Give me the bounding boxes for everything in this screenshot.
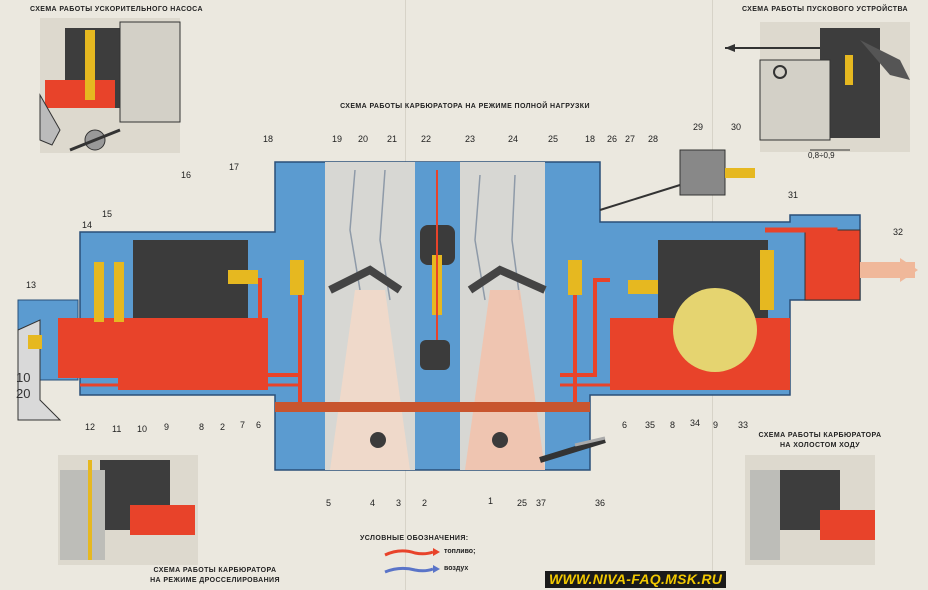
website-watermark: WWW.NIVA-FAQ.MSK.RU — [545, 571, 727, 588]
callout-number: 26 — [607, 134, 617, 144]
throttling-inset — [58, 455, 198, 565]
callout-number: 31 — [788, 190, 798, 200]
callout-number: 1 — [488, 496, 493, 506]
callout-number: 32 — [893, 227, 903, 237]
callout-number: 11 — [112, 424, 121, 434]
lever-label: 20 — [16, 386, 30, 401]
callout-number: 15 — [102, 209, 112, 219]
callout-number: 12 — [85, 422, 95, 432]
callout-numbers: 18 19 20 21 22 23 24 25 18 26 27 28 29 3… — [26, 122, 903, 508]
callout-number: 33 — [738, 420, 748, 430]
callout-number: 25 — [548, 134, 558, 144]
callout-number: 10 — [137, 424, 147, 434]
callout-number: 21 — [387, 134, 397, 144]
callout-number: 28 — [648, 134, 658, 144]
callout-number: 19 — [332, 134, 342, 144]
legend-fuel-label: топливо; — [444, 548, 476, 555]
caption-accelerator-pump: СХЕМА РАБОТЫ УСКОРИТЕЛЬНОГО НАСОСА — [30, 6, 203, 13]
callout-number: 3 — [396, 498, 401, 508]
callout-number: 8 — [670, 420, 675, 430]
caption-starter: СХЕМА РАБОТЫ ПУСКОВОГО УСТРОЙСТВА — [741, 6, 909, 13]
callout-number: 30 — [731, 122, 741, 132]
callout-number: 7 — [240, 420, 245, 430]
caption-throttling-line1: СХЕМА РАБОТЫ КАРБЮРАТОРА — [153, 567, 277, 574]
lever-label: 10 — [16, 370, 30, 385]
starter-gap-label: 0,8÷0,9 — [808, 151, 835, 160]
callout-number: 22 — [421, 134, 431, 144]
main-carburetor — [17, 149, 918, 471]
legend-symbols — [384, 548, 440, 574]
callout-number: 16 — [181, 170, 191, 180]
callout-number: 2 — [422, 498, 427, 508]
callout-number: 17 — [229, 162, 239, 172]
callout-number: 13 — [26, 280, 36, 290]
callout-number: 2 — [220, 422, 225, 432]
caption-full-load: СХЕМА РАБОТЫ КАРБЮРАТОРА НА РЕЖИМЕ ПОЛНО… — [340, 103, 590, 110]
callout-number: 27 — [625, 134, 635, 144]
callout-number: 37 — [536, 498, 546, 508]
callout-number: 6 — [256, 420, 261, 430]
accelerator-pump-inset — [39, 18, 181, 153]
callout-number: 5 — [326, 498, 331, 508]
callout-number: 9 — [713, 420, 718, 430]
callout-number: 18 — [263, 134, 273, 144]
callout-number: 24 — [508, 134, 518, 144]
callout-number: 18 — [585, 134, 595, 144]
caption-idle-line1: СХЕМА РАБОТЫ КАРБЮРАТОРА — [758, 432, 882, 439]
callout-number: 29 — [693, 122, 703, 132]
callout-number: 20 — [358, 134, 368, 144]
callout-number: 9 — [164, 422, 169, 432]
callout-number: 25 — [517, 498, 527, 508]
callout-number: 6 — [622, 420, 627, 430]
callout-number: 14 — [82, 220, 92, 230]
callout-number: 4 — [370, 498, 375, 508]
callout-number: 8 — [199, 422, 204, 432]
callout-number: 36 — [595, 498, 605, 508]
caption-idle-line2: НА ХОЛОСТОМ ХОДУ — [779, 442, 861, 449]
idle-inset — [745, 455, 875, 565]
callout-number: 23 — [465, 134, 475, 144]
starter-inset — [725, 22, 910, 152]
callout-number: 35 — [645, 420, 655, 430]
lever-numbers: 10 20 — [16, 370, 30, 401]
caption-throttling-line2: НА РЕЖИМЕ ДРОССЕЛИРОВАНИЯ — [150, 577, 280, 584]
callout-number: 34 — [690, 418, 700, 428]
legend-air-label: воздух — [444, 565, 469, 572]
legend-title: УСЛОВНЫЕ ОБОЗНАЧЕНИЯ: — [360, 535, 469, 542]
